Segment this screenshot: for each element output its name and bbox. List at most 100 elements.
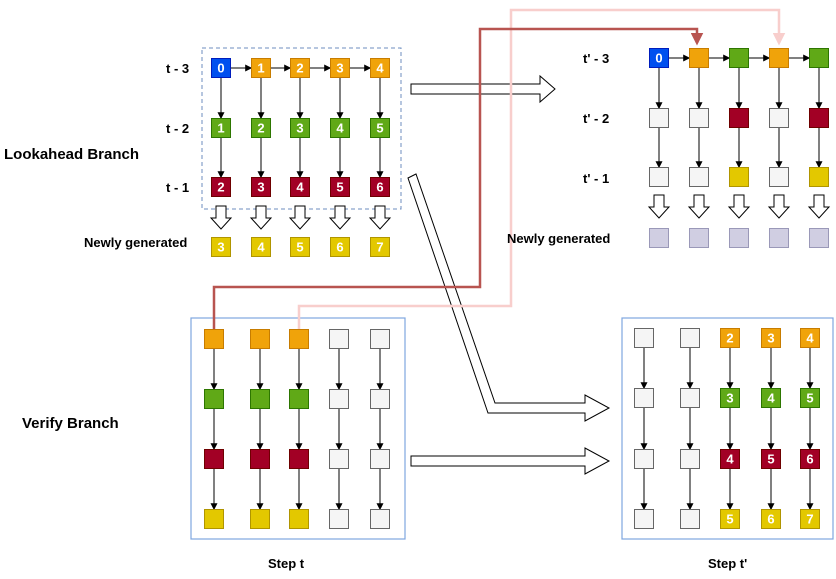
verify-tp-row2-cell bbox=[720, 388, 740, 408]
transition-arrow-verify bbox=[410, 447, 611, 475]
transition-arrow-lookahead-to-verify bbox=[407, 173, 611, 422]
lookahead-tp-row3-cell bbox=[769, 167, 789, 187]
lookahead-t-generated-cell-number: 7 bbox=[376, 240, 383, 255]
lookahead-tp-generate-arrow bbox=[647, 194, 671, 219]
verify-link-light bbox=[297, 8, 786, 330]
lookahead-t-row2-cell bbox=[290, 118, 310, 138]
lookahead-tp-row1-cell bbox=[809, 48, 829, 68]
lookahead-t-row3-cell-number: 2 bbox=[217, 180, 224, 195]
verify-t-row1-cell bbox=[370, 329, 390, 349]
lookahead-frame bbox=[201, 47, 402, 210]
lookahead-t-generated-cell bbox=[211, 237, 231, 257]
lookahead-t-generate-arrow bbox=[288, 205, 312, 230]
verify-tp-row4-cell-number: 7 bbox=[806, 512, 813, 527]
lookahead-t-row3-cell-number: 5 bbox=[336, 180, 343, 195]
row-label-tp-1: t' - 1 bbox=[583, 171, 609, 186]
lookahead-tp-row1-cell bbox=[769, 48, 789, 68]
verify-tp-row2-cell-number: 5 bbox=[806, 391, 813, 406]
lookahead-t-row1-cell-number: 4 bbox=[376, 61, 384, 76]
lookahead-t-generated-cell-number: 5 bbox=[296, 240, 303, 255]
lookahead-tp-row2-cell bbox=[689, 108, 709, 128]
verify-link-dark bbox=[212, 27, 704, 330]
lookahead-t-row3-cell-number: 3 bbox=[257, 180, 264, 195]
lookahead-tp-row2-cell bbox=[729, 108, 749, 128]
verify-t-row1-cell bbox=[204, 329, 224, 349]
lookahead-t-generated-cell bbox=[330, 237, 350, 257]
lookahead-t-generate-arrow bbox=[328, 205, 352, 230]
verify-t-row3-cell bbox=[370, 449, 390, 469]
verify-tp-row2-cell-number: 3 bbox=[726, 391, 733, 406]
lookahead-t-generated-cell-number: 6 bbox=[336, 240, 343, 255]
lookahead-tp-generate-arrow bbox=[767, 194, 791, 219]
lookahead-tp-row3-cell bbox=[649, 167, 669, 187]
lookahead-t-generated-cell bbox=[290, 237, 310, 257]
lookahead-t-row1-cell bbox=[290, 58, 310, 78]
verify-t-row4-cell bbox=[370, 509, 390, 529]
verify-tp-row4-cell-number: 6 bbox=[767, 512, 774, 527]
verify-t-row4-cell bbox=[250, 509, 270, 529]
verify-tp-row2-cell bbox=[680, 388, 700, 408]
verify-tp-row2-cell bbox=[634, 388, 654, 408]
lookahead-tp-row1-cell bbox=[689, 48, 709, 68]
lookahead-t-generate-arrow bbox=[249, 205, 273, 230]
verify-frame-step-t-prime bbox=[621, 317, 834, 540]
lookahead-t-row2-cell-number: 4 bbox=[336, 121, 344, 136]
verify-tp-row3-cell bbox=[720, 449, 740, 469]
lookahead-tp-generated-cell bbox=[809, 228, 829, 248]
verify-tp-row1-cell-number: 4 bbox=[806, 331, 814, 346]
verify-t-row1-cell bbox=[289, 329, 309, 349]
verify-tp-row3-cell-number: 6 bbox=[806, 452, 813, 467]
lookahead-t-row2-cell bbox=[330, 118, 350, 138]
lookahead-t-row2-cell bbox=[370, 118, 390, 138]
lookahead-tp-generated-cell bbox=[689, 228, 709, 248]
verify-tp-row4-cell bbox=[634, 509, 654, 529]
lookahead-tp-row1-cell bbox=[649, 48, 669, 68]
verify-tp-row1-cell-number: 2 bbox=[726, 331, 733, 346]
step-t-prime-label: Step t' bbox=[708, 556, 747, 571]
verify-tp-row3-cell bbox=[800, 449, 820, 469]
verify-t-row1-cell bbox=[250, 329, 270, 349]
verify-tp-row4-cell bbox=[800, 509, 820, 529]
verify-tp-row1-cell bbox=[800, 328, 820, 348]
lookahead-t-generated-cell-number: 4 bbox=[257, 240, 265, 255]
lookahead-t-row1-cell-number: 3 bbox=[336, 61, 343, 76]
verify-t-row3-cell bbox=[250, 449, 270, 469]
lookahead-tp-row3-cell bbox=[689, 167, 709, 187]
lookahead-t-row1-cell-number: 1 bbox=[257, 61, 264, 76]
lookahead-t-row1-cell bbox=[211, 58, 231, 78]
verify-t-row3-cell bbox=[204, 449, 224, 469]
verify-tp-row3-cell-number: 5 bbox=[767, 452, 774, 467]
verify-tp-row4-cell bbox=[720, 509, 740, 529]
lookahead-tp-row2-cell bbox=[769, 108, 789, 128]
row-label-t-3: t - 3 bbox=[166, 61, 189, 76]
verify-t-row2-cell bbox=[370, 389, 390, 409]
lookahead-t-row2-cell-number: 3 bbox=[296, 121, 303, 136]
lookahead-t-row3-cell bbox=[330, 177, 350, 197]
lookahead-tp-generate-arrow bbox=[687, 194, 711, 219]
verify-t-row2-cell bbox=[289, 389, 309, 409]
transition-arrow-lookahead bbox=[410, 74, 556, 104]
verify-t-row1-cell bbox=[329, 329, 349, 349]
verify-t-row2-cell bbox=[250, 389, 270, 409]
lookahead-t-row3-cell-number: 6 bbox=[376, 180, 383, 195]
verify-tp-row4-cell-number: 5 bbox=[726, 512, 733, 527]
verify-t-row4-cell bbox=[329, 509, 349, 529]
lookahead-tp-generated-cell bbox=[649, 228, 669, 248]
verify-tp-row3-cell bbox=[680, 449, 700, 469]
lookahead-tp-generate-arrow bbox=[807, 194, 831, 219]
lookahead-tp-row3-cell bbox=[729, 167, 749, 187]
verify-frame-step-t bbox=[190, 317, 406, 540]
verify-tp-row1-cell bbox=[634, 328, 654, 348]
newly-generated-label-left: Newly generated bbox=[84, 235, 187, 250]
lookahead-branch-label: Lookahead Branch bbox=[4, 146, 139, 163]
lookahead-t-row3-cell-number: 4 bbox=[296, 180, 304, 195]
lookahead-tp-generated-cell bbox=[769, 228, 789, 248]
lookahead-t-row2-cell bbox=[251, 118, 271, 138]
lookahead-t-row3-cell bbox=[370, 177, 390, 197]
row-label-tp-2: t' - 2 bbox=[583, 111, 609, 126]
lookahead-t-row1-cell bbox=[330, 58, 350, 78]
verify-tp-row3-cell bbox=[761, 449, 781, 469]
lookahead-tp-row2-cell bbox=[809, 108, 829, 128]
